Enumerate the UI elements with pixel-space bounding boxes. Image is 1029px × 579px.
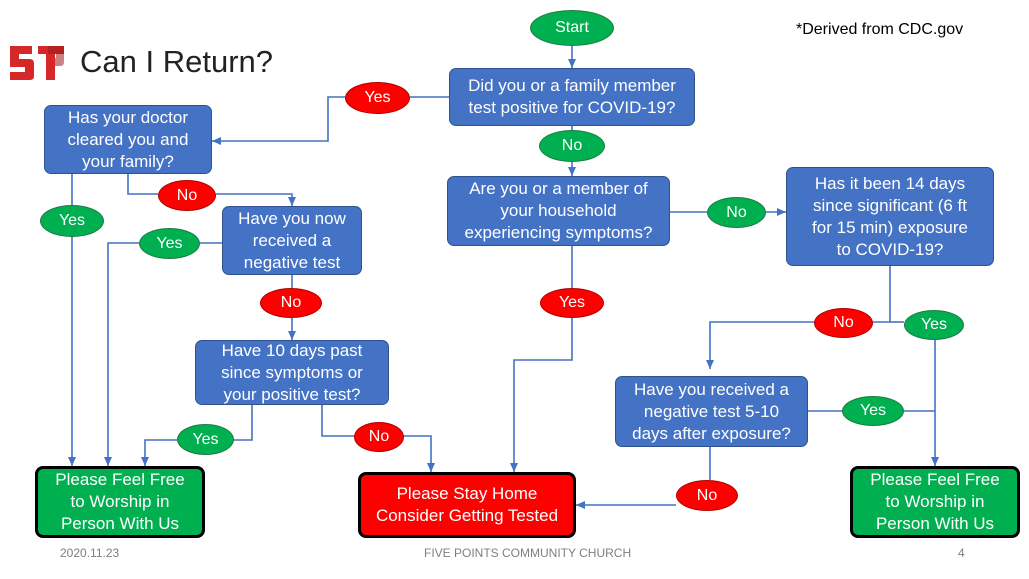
label-no-symptoms: No: [707, 197, 766, 228]
question-fourteen-days: Has it been 14 days since significant (6…: [786, 167, 994, 266]
label-yes-doctor: Yes: [40, 205, 104, 237]
label-yes-test-positive: Yes: [345, 82, 410, 114]
church-logo-icon: [10, 46, 64, 80]
label-no-negative-now: No: [260, 288, 322, 318]
footer-date: 2020.11.23: [60, 546, 120, 560]
end-worship-right: Please Feel Free to Worship in Person Wi…: [850, 466, 1020, 538]
question-negative-5-10: Have you received a negative test 5-10 d…: [615, 376, 808, 447]
end-stay-home: Please Stay Home Consider Getting Tested: [358, 472, 576, 538]
label-yes-negative-now: Yes: [139, 228, 200, 259]
question-ten-days: Have 10 days past since symptoms or your…: [195, 340, 389, 405]
label-no-negative-5-10: No: [676, 480, 738, 511]
question-doctor-cleared: Has your doctor cleared you and your fam…: [44, 105, 212, 174]
question-negative-test-now: Have you now received a negative test: [222, 206, 362, 275]
label-no-doctor: No: [158, 180, 216, 211]
question-symptoms: Are you or a member of your household ex…: [447, 176, 670, 246]
label-yes-symptoms: Yes: [540, 288, 604, 318]
question-test-positive: Did you or a family member test positive…: [449, 68, 695, 126]
page-title: Can I Return?: [80, 44, 273, 79]
footer-organization: FIVE POINTS COMMUNITY CHURCH: [424, 546, 632, 560]
start-node: Start: [530, 10, 614, 46]
footer-page-number: 4: [958, 546, 965, 560]
label-no-ten-days: No: [354, 422, 404, 452]
label-no-fourteen: No: [814, 308, 873, 338]
label-yes-negative-5-10: Yes: [842, 396, 904, 426]
source-note: *Derived from CDC.gov: [796, 21, 964, 38]
label-yes-fourteen: Yes: [904, 310, 964, 340]
label-no-test-positive: No: [539, 130, 605, 162]
end-worship-left: Please Feel Free to Worship in Person Wi…: [35, 466, 205, 538]
label-yes-ten-days: Yes: [177, 424, 234, 455]
